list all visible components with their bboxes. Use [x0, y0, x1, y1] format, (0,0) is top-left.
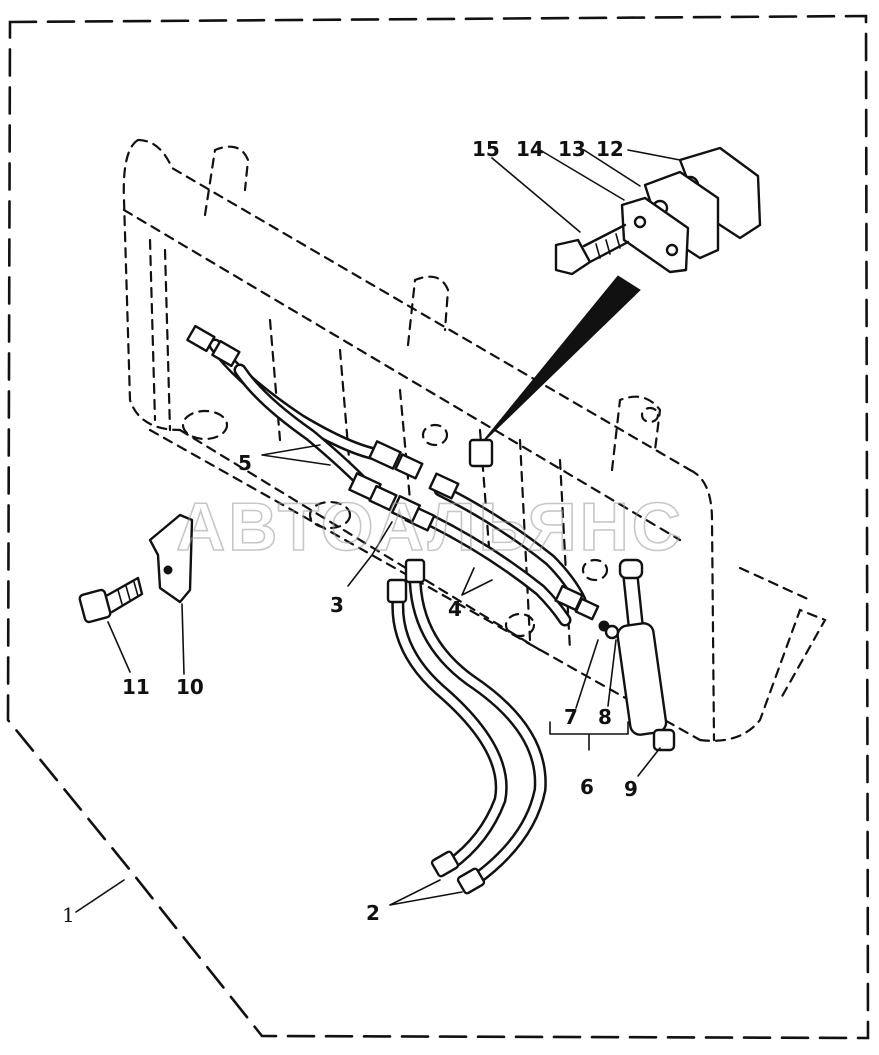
callout-5: 5	[238, 451, 252, 475]
callout-4: 4	[448, 597, 462, 621]
callout-2: 2	[366, 901, 380, 925]
hydraulic-cylinder-9	[616, 558, 676, 752]
clamp-assembly	[468, 146, 762, 468]
callout-9: 9	[624, 777, 638, 801]
hose-pair-2	[386, 558, 547, 895]
watermark-text: АВТОАЛЬЯНС	[176, 489, 684, 565]
callout-13: 13	[558, 137, 586, 161]
callout-1: 1	[62, 903, 75, 927]
leader-lines	[75, 149, 681, 913]
callout-3: 3	[330, 593, 344, 617]
callout-15: 15	[472, 137, 500, 161]
fittings-7-8	[554, 584, 620, 640]
callout-14: 14	[516, 137, 544, 161]
bracket-10	[148, 513, 194, 604]
callout-7: 7	[564, 705, 578, 729]
callout-labels: 1 2 3 4 5 6 7 8 9 10 11 12 13 14 15	[62, 137, 638, 927]
kit-boundary-frame	[6, 14, 870, 1040]
callout-10: 10	[176, 675, 204, 699]
callout-6: 6	[580, 775, 594, 799]
callout-11: 11	[122, 675, 150, 699]
tee-fittings-3	[348, 472, 421, 524]
callout-12: 12	[596, 137, 624, 161]
callout-8: 8	[598, 705, 612, 729]
loader-frame	[122, 138, 827, 742]
hose-pair-5	[186, 324, 424, 487]
bolt-11	[78, 576, 144, 624]
